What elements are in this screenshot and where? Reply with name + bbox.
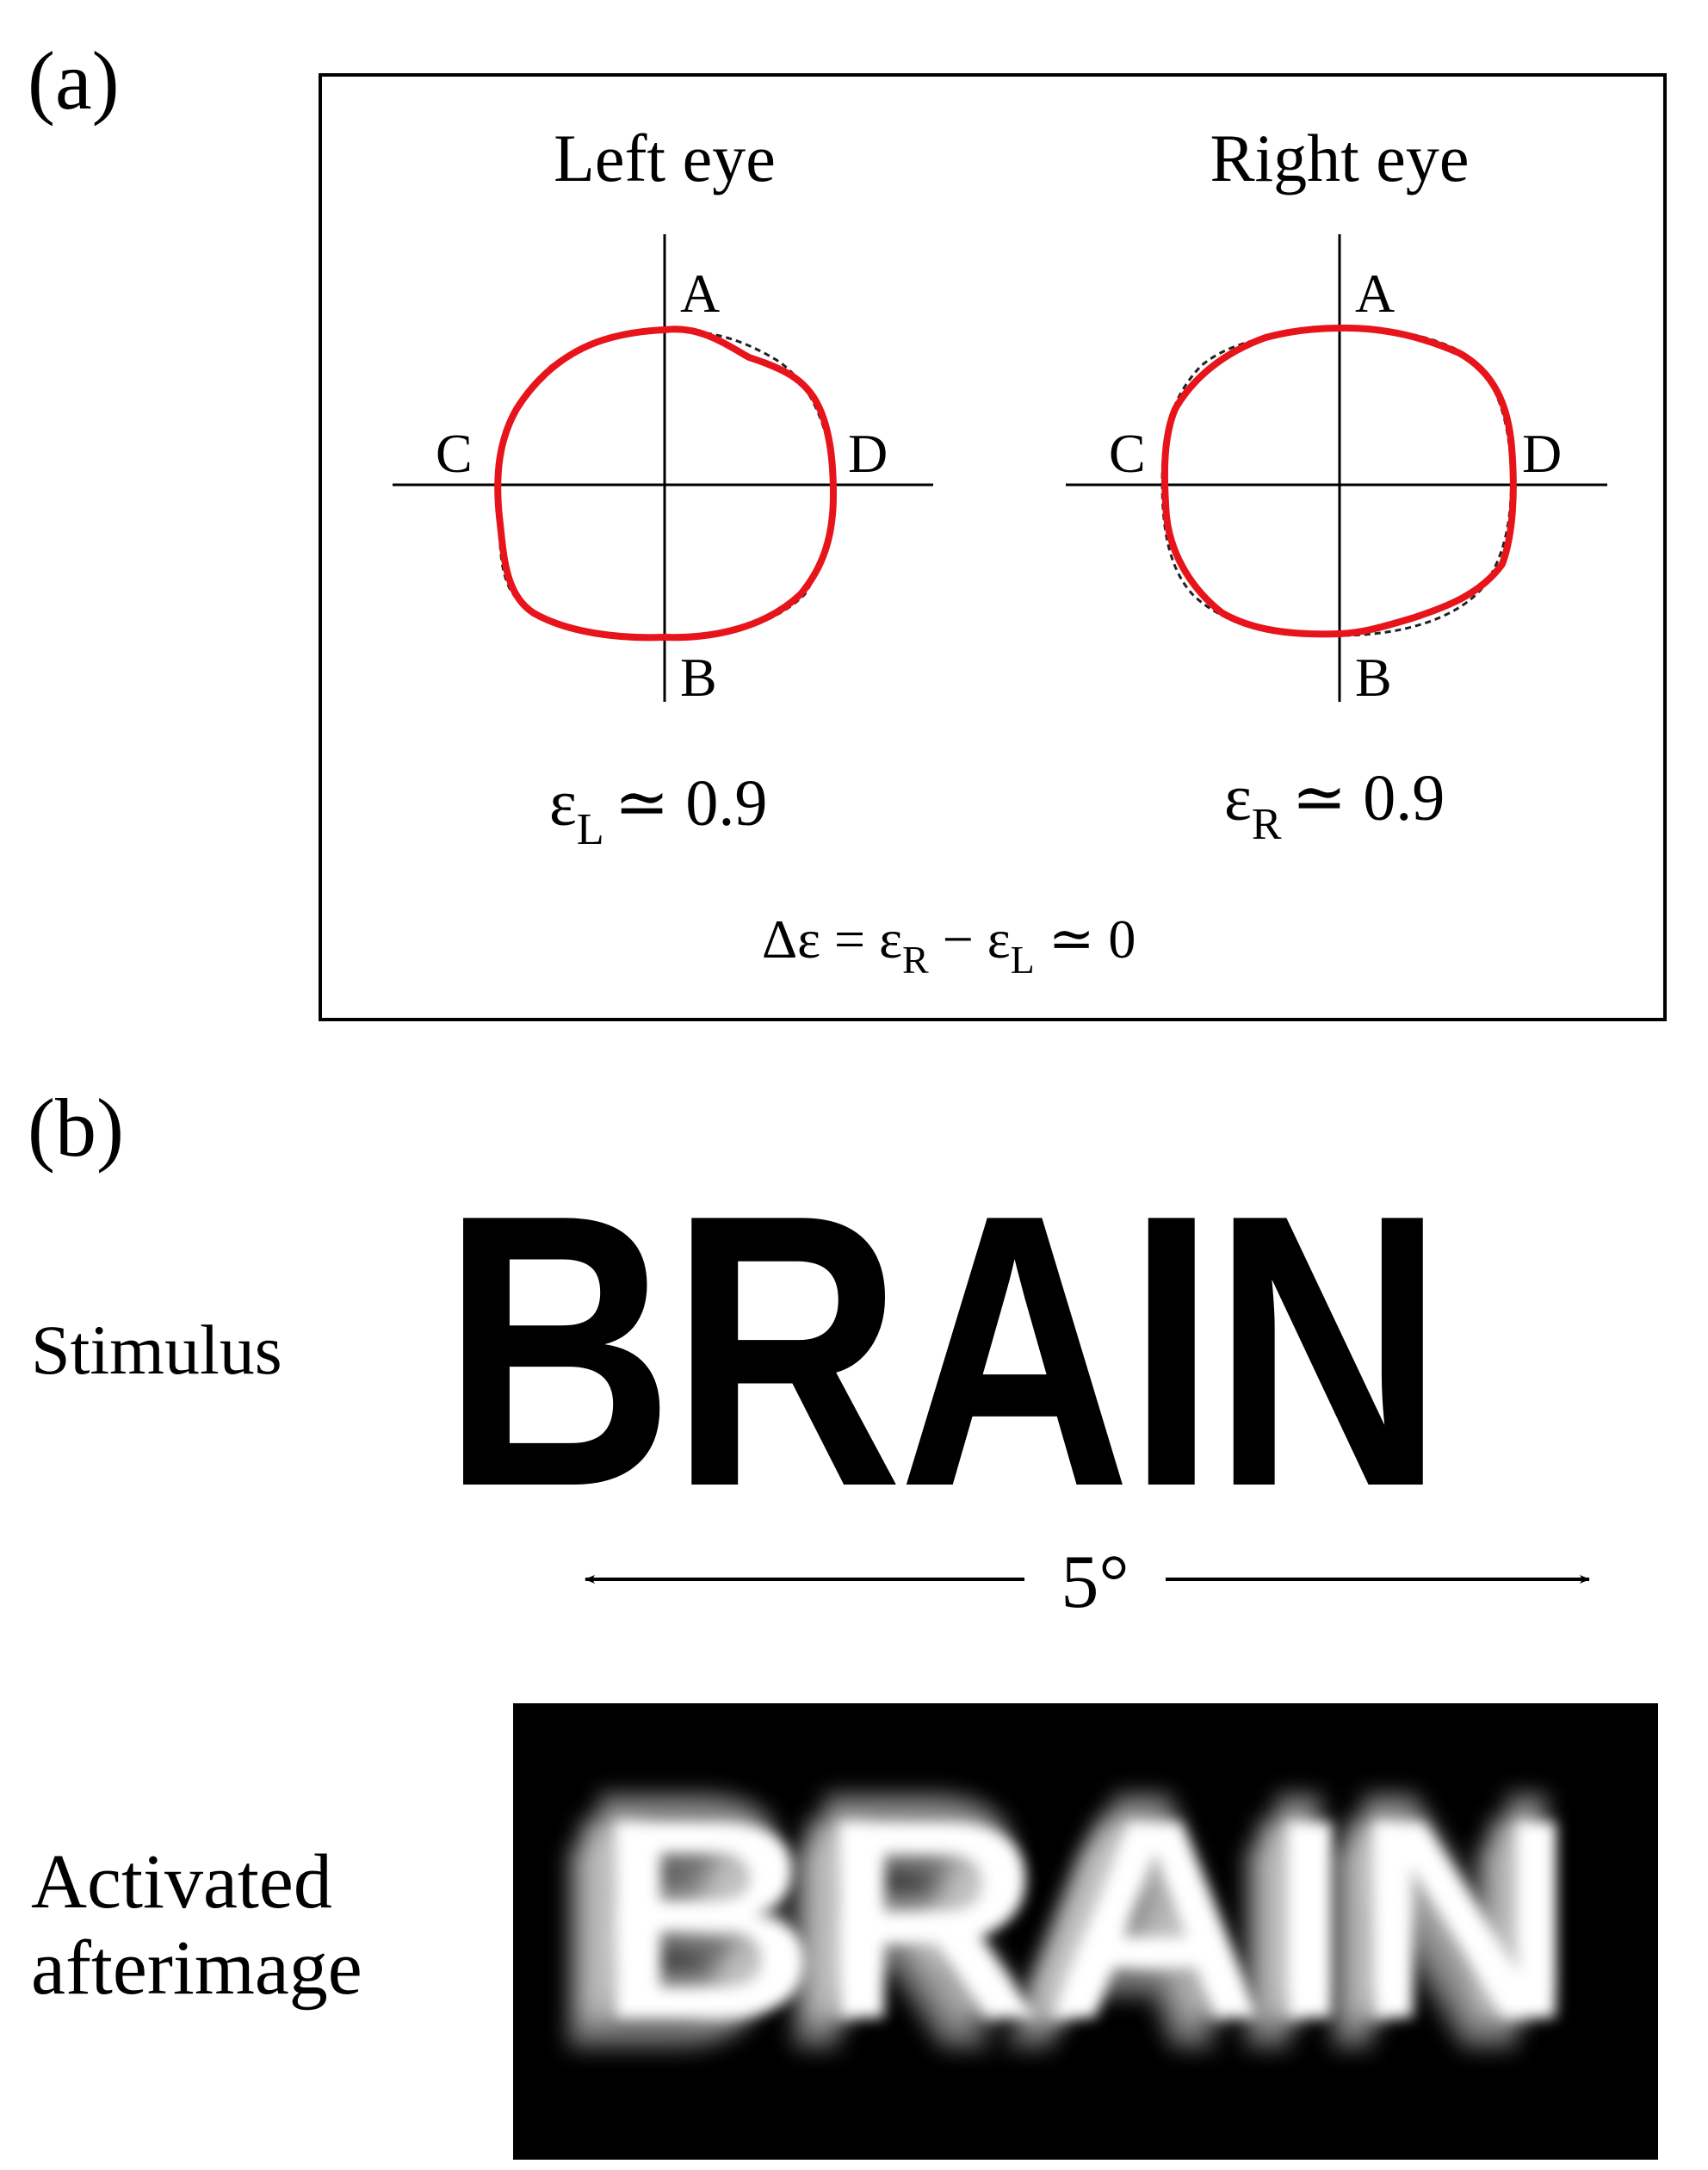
right-eye-epsilon: εR≃ 0.9 [1224,762,1445,849]
delta-epsilon-equation: Δε = εR − εL ≃ 0 [762,908,1136,982]
afterimage-panel: BRAIN BRAIN BRAIN BRAIN [513,1703,1658,2160]
afterimage-ghost-3: BRAIN [560,1758,1550,2085]
right-eye-diagram: Right eye A B C D εR≃ 0.9 [1066,121,1607,849]
scale-label: 5° [1061,1541,1129,1624]
right-eye-epsilon-symbol: ε [1224,762,1252,834]
delta-epsilon-lhs: Δε = ε [762,908,902,970]
afterimage-ghost-2: BRAIN [578,1732,1568,2059]
left-eye-point-a: A [680,263,720,324]
left-eye-diagram: Left eye A B C D εL≃ 0.9 [393,121,933,854]
left-eye-epsilon: εL≃ 0.9 [549,767,767,854]
stimulus-word: BRAIN [442,1135,1440,1567]
afterimage-label-line2: afterimage [31,1925,362,2011]
left-eye-measured-contour [494,326,837,642]
delta-epsilon-sub-r: R [902,938,929,982]
right-eye-point-c: C [1109,423,1146,484]
right-eye-point-d: D [1522,423,1562,484]
right-eye-fit-contour [1160,327,1513,637]
right-eye-epsilon-value: ≃ 0.9 [1292,762,1445,834]
left-eye-epsilon-value: ≃ 0.9 [615,767,768,840]
right-eye-point-a: A [1355,263,1395,324]
afterimage-background [513,1703,1658,2160]
left-eye-point-b: B [680,647,717,708]
left-eye-epsilon-subscript: L [577,805,604,854]
left-eye-point-d: D [848,423,888,484]
panel-a-frame [319,73,1667,1021]
right-eye-measured-contour [1160,324,1517,638]
right-eye-title: Right eye [1210,121,1469,195]
afterimage-word: BRAIN [595,1760,1576,2078]
right-eye-point-b: B [1355,647,1392,708]
afterimage-label-line1: Activated [31,1839,332,1925]
afterimage-ghost-1: BRAIN [548,1783,1538,2111]
delta-epsilon-sub-l: L [1011,938,1035,982]
left-eye-epsilon-symbol: ε [549,767,577,840]
left-eye-point-c: C [436,423,473,484]
delta-epsilon-minus: − ε [929,908,1011,970]
right-eye-epsilon-subscript: R [1252,800,1282,849]
delta-epsilon-rel: ≃ 0 [1035,908,1136,970]
panel-b-label: (b) [28,1082,124,1174]
left-eye-title: Left eye [554,121,776,195]
panel-a-label: (a) [28,34,120,127]
stimulus-label: Stimulus [31,1311,282,1389]
